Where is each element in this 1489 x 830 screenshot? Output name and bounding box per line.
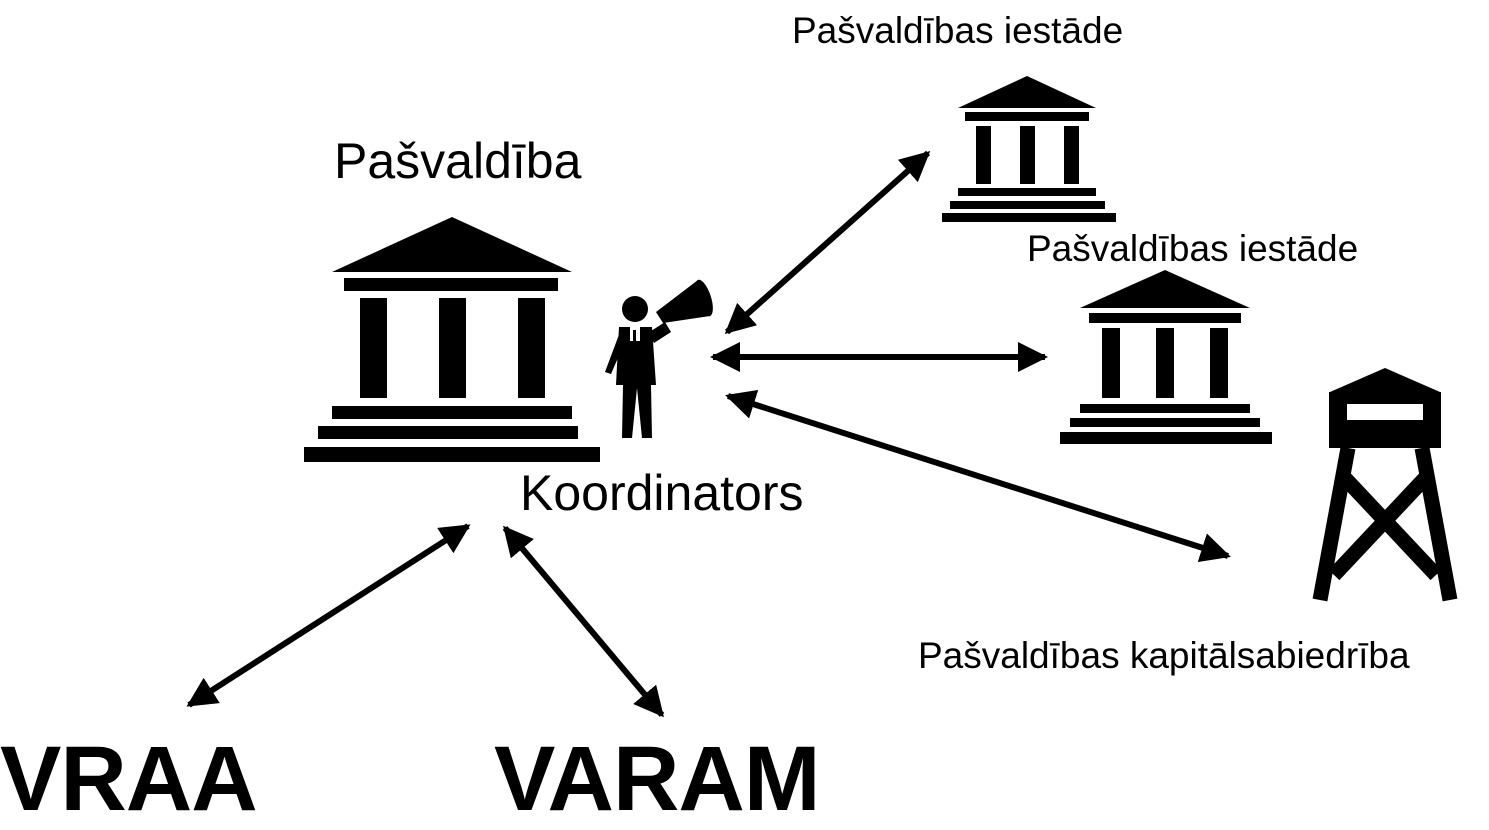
capital-company-label: Pašvaldības kapitālsabiedrība xyxy=(918,635,1410,676)
municipality-building-icon xyxy=(304,217,600,462)
institution-2-building-icon xyxy=(1060,270,1272,444)
coordinator-person-megaphone-icon xyxy=(605,279,713,438)
arrow-coordinator-capital-company xyxy=(725,389,1231,563)
coordinator-label: Koordinators xyxy=(520,465,804,521)
municipality-label: Pašvaldība xyxy=(334,133,582,189)
arrow-municipality-vraa xyxy=(186,523,471,708)
watchtower-icon xyxy=(1312,368,1458,602)
arrow-coordinator-institution-1 xyxy=(724,150,931,335)
arrow-municipality-varam xyxy=(502,525,665,718)
institution-1-label: Pašvaldības iestāde xyxy=(792,10,1124,51)
vraa-label: VRAA xyxy=(0,728,258,830)
institution-2-label: Pašvaldības iestāde xyxy=(1027,228,1359,269)
institution-1-building-icon xyxy=(942,76,1116,222)
varam-label: VARAM xyxy=(494,728,820,830)
